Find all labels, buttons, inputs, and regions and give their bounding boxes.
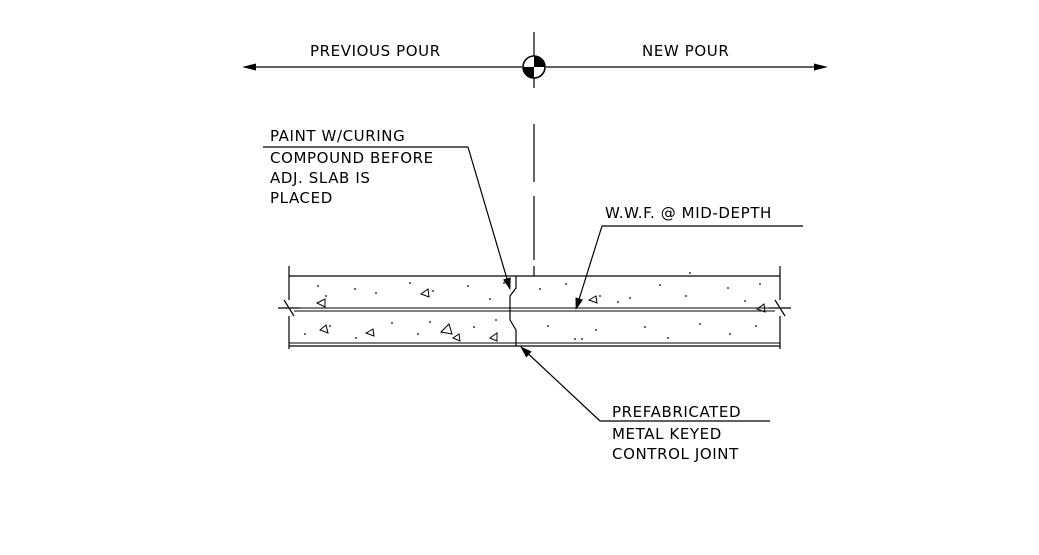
pour-direction-line [242, 63, 828, 71]
joint-note-line-1: PREFABRICATED [612, 403, 741, 421]
keyed-joint-profile [509, 276, 517, 346]
joint-note-leader [520, 346, 770, 422]
paint-note-line-4: PLACED [270, 189, 333, 207]
right-break-icon [769, 299, 791, 317]
paint-note-text: PAINT W/CURING COMPOUND BEFORE ADJ. SLAB… [270, 127, 434, 207]
paint-note-line-3: ADJ. SLAB IS [270, 169, 370, 187]
right-arrowhead-icon [814, 63, 828, 71]
wwf-line [294, 307, 775, 312]
joint-note-line-3: CONTROL JOINT [612, 445, 739, 463]
wwf-note-leader [575, 225, 803, 310]
centerline-target-icon [522, 55, 546, 79]
concrete-slab [278, 266, 791, 349]
paint-note-line-2: COMPOUND BEFORE [270, 149, 434, 167]
left-break-icon [278, 299, 300, 317]
paint-note-leader [263, 146, 511, 290]
wwf-note-text: W.W.F. @ MID-DEPTH [605, 204, 772, 222]
previous-pour-label: PREVIOUS POUR [310, 42, 441, 60]
aggregate-triangles [315, 288, 766, 342]
paint-note-line-1: PAINT W/CURING [270, 127, 405, 145]
new-pour-label: NEW POUR [642, 42, 729, 60]
left-arrowhead-icon [242, 63, 256, 71]
joint-note-line-2: METAL KEYED [612, 425, 722, 443]
joint-note-text: PREFABRICATED METAL KEYED CONTROL JOINT [612, 403, 741, 463]
